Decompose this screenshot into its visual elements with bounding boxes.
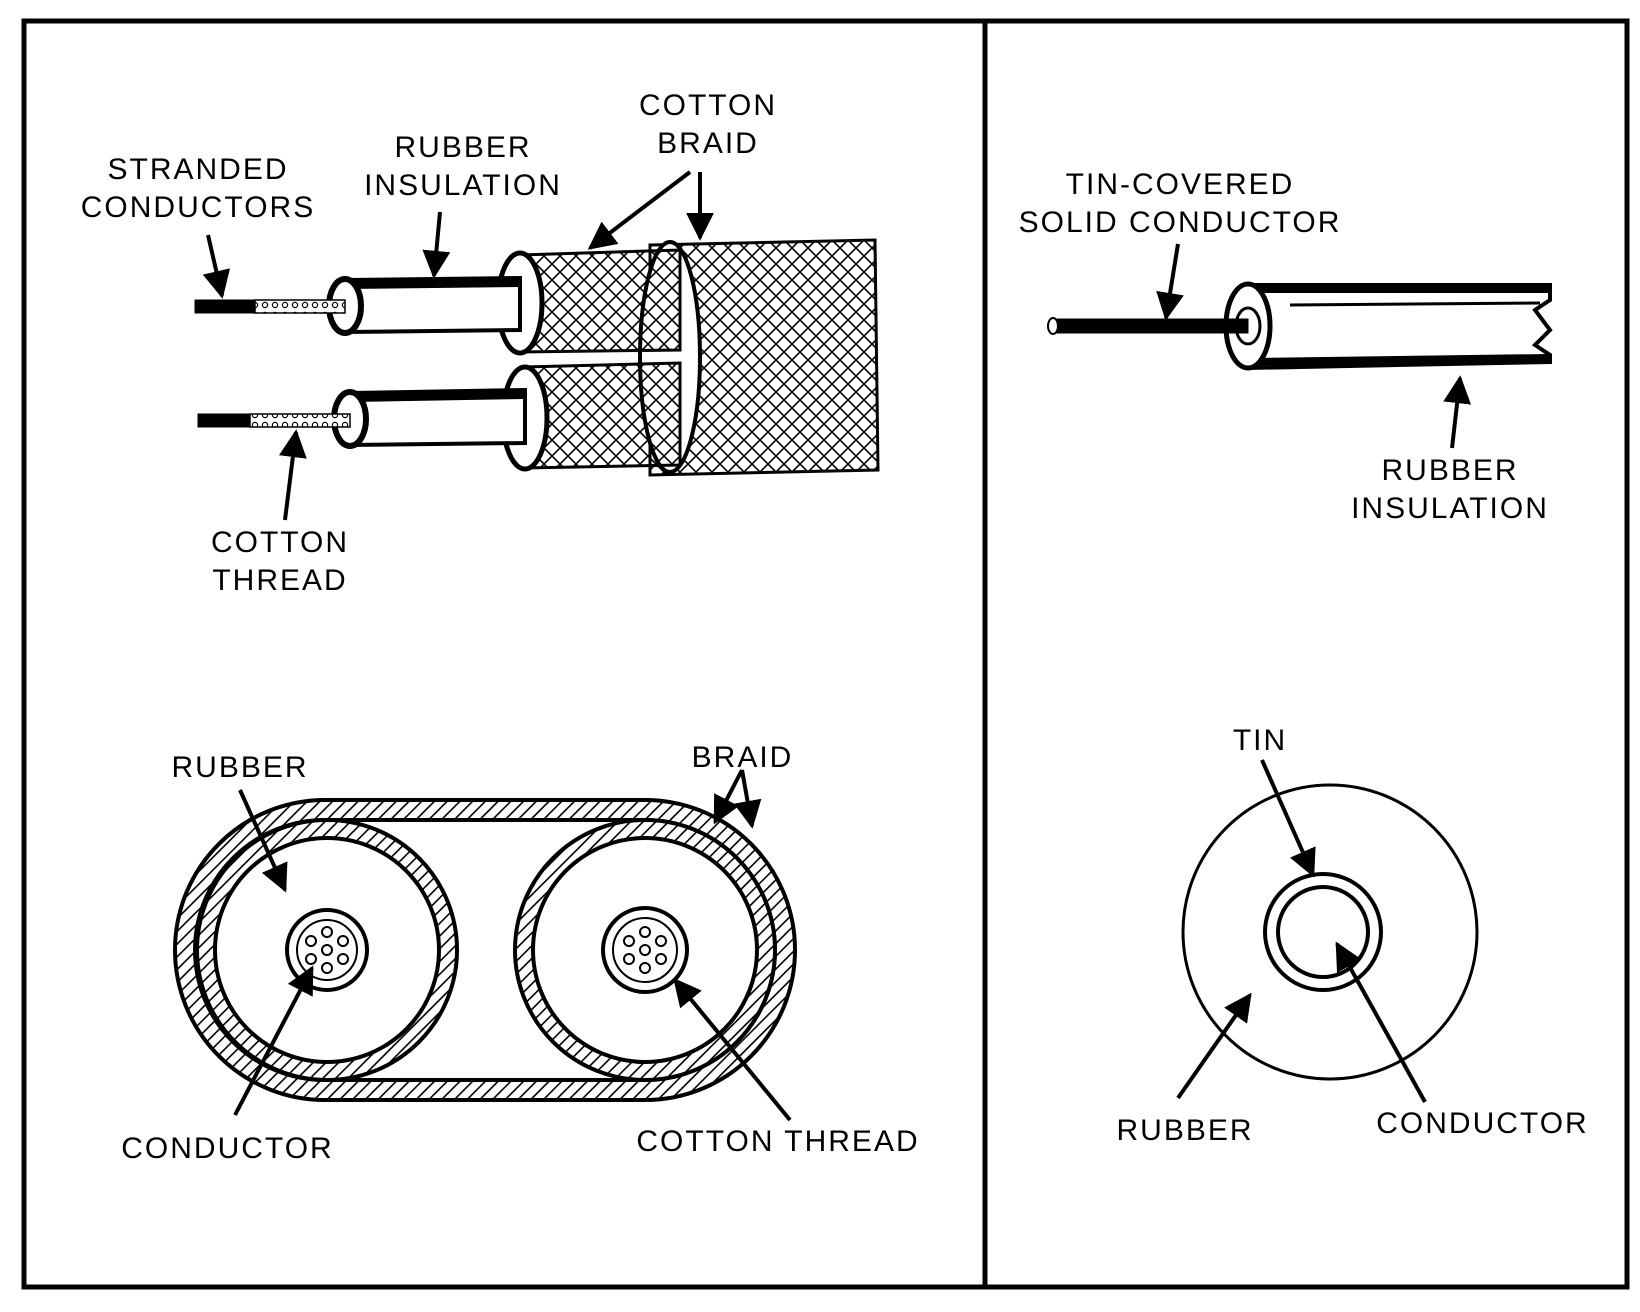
twin-cable-drawing [194,238,880,477]
solid-conductor-leaders [1156,243,1472,449]
label-rubber-insulation-top: RUBBER INSULATION [364,131,562,202]
conductor-strands [305,926,667,974]
label-section-rubber-left: RUBBER [171,751,309,784]
label-section-conductor-right: CONDUCTOR [1376,1107,1589,1140]
solid-section-leaders [1176,759,1427,1103]
cross-section-leaders [233,769,792,1122]
label-section-rubber-right: RUBBER [1116,1114,1254,1147]
label-cotton-thread-top: COTTON THREAD [210,526,350,597]
twin-cable-leaders [202,170,714,521]
outer-frame [21,18,1630,1290]
solid-conductor-cross-section [1181,783,1479,1081]
label-stranded-conductors: STRANDED CONDUCTORS [80,153,316,224]
label-tin-covered-solid-conductor: TIN-COVERED SOLID CONDUCTOR [1018,168,1342,239]
label-section-braid: BRAID [691,741,794,774]
label-section-cotton-thread: COTTON THREAD [636,1125,920,1158]
label-rubber-insulation-right: RUBBER INSULATION [1351,454,1549,525]
solid-conductor-drawing [1047,281,1553,371]
label-section-tin: TIN [1232,724,1288,757]
label-section-conductor-left: CONDUCTOR [121,1132,334,1165]
label-cotton-braid: COTTON BRAID [638,89,778,160]
